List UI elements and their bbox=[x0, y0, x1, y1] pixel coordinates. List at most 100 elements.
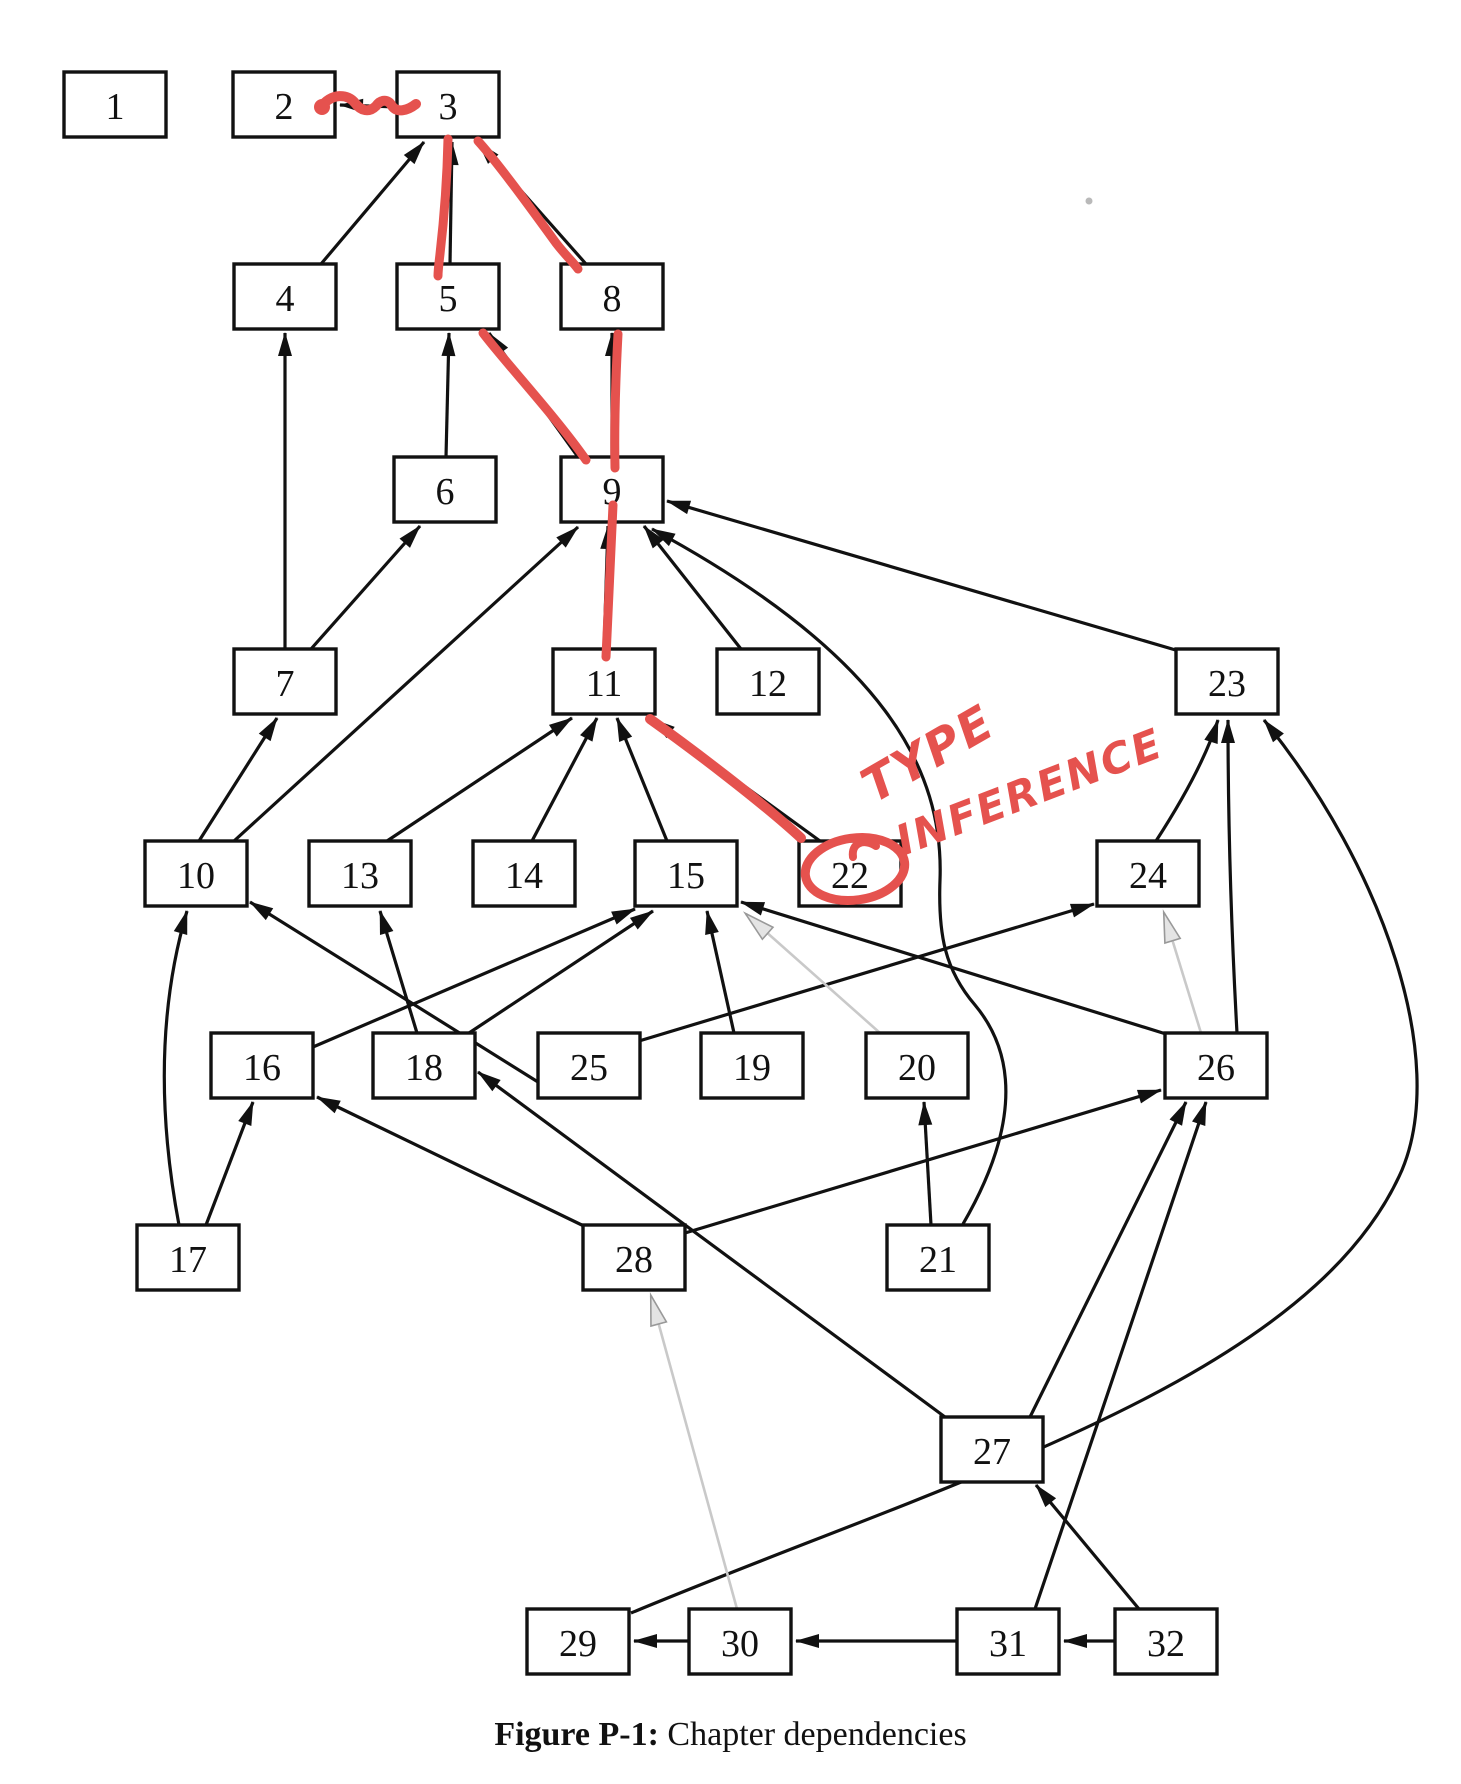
red-annotation-blob bbox=[314, 99, 330, 115]
chapter-node-label-26: 26 bbox=[1197, 1047, 1235, 1089]
edge-27-to-26 bbox=[1028, 1101, 1188, 1418]
chapter-node-24 bbox=[1095, 839, 1201, 908]
red-annotation-stroke-9-to-11 bbox=[601, 500, 618, 662]
edge-13-to-11 bbox=[386, 716, 573, 843]
edge-4-to-3 bbox=[319, 140, 426, 266]
edge-21-to-20 bbox=[918, 1101, 933, 1226]
chapter-node-31 bbox=[955, 1607, 1061, 1676]
edge-26-to-15 bbox=[740, 900, 1167, 1036]
chapter-node-label-15: 15 bbox=[667, 855, 705, 897]
chapter-node-6 bbox=[392, 455, 498, 524]
chapter-node-label-17: 17 bbox=[169, 1239, 207, 1281]
edge-7-to-6 bbox=[309, 524, 422, 651]
chapter-node-8 bbox=[559, 262, 665, 331]
chapter-node-label-30: 30 bbox=[721, 1623, 759, 1665]
chapter-node-label-2: 2 bbox=[275, 86, 294, 128]
figure-caption: Figure P-1: Chapter dependencies bbox=[0, 1716, 1461, 1754]
chapter-node-label-25: 25 bbox=[570, 1047, 608, 1089]
chapter-node-20 bbox=[864, 1031, 970, 1100]
edge-17-to-16 bbox=[204, 1101, 255, 1226]
edge-24-to-23 bbox=[1154, 719, 1220, 842]
figure-caption-number: Figure P-1: bbox=[494, 1716, 659, 1753]
chapter-node-5 bbox=[395, 262, 501, 331]
edge-18-to-15 bbox=[468, 909, 654, 1035]
edge-18-to-13 bbox=[378, 910, 419, 1034]
edge-29-to-23 bbox=[630, 718, 1419, 1615]
chapter-node-12 bbox=[715, 647, 821, 716]
chapter-node-18 bbox=[371, 1031, 477, 1100]
edge-27-to-18 bbox=[477, 1070, 946, 1419]
edge-30-to-28 bbox=[649, 1292, 739, 1610]
edge-28-to-26 bbox=[684, 1088, 1162, 1235]
chapter-node-30 bbox=[687, 1607, 793, 1676]
chapter-node-7 bbox=[232, 647, 338, 716]
chapter-node-label-18: 18 bbox=[405, 1047, 443, 1089]
chapter-node-label-4: 4 bbox=[276, 278, 295, 320]
chapter-node-label-9: 9 bbox=[603, 471, 622, 513]
chapter-node-25 bbox=[536, 1031, 642, 1100]
chapter-node-10 bbox=[143, 839, 249, 908]
edge-26-to-24 bbox=[1162, 909, 1203, 1034]
chapter-node-19 bbox=[699, 1031, 805, 1100]
red-annotation-stroke-8-to-9 bbox=[610, 329, 623, 473]
figure-caption-text: Chapter dependencies bbox=[658, 1716, 967, 1753]
edge-6-to-5 bbox=[441, 332, 456, 458]
edge-10-to-7 bbox=[197, 717, 279, 842]
chapter-node-label-20: 20 bbox=[898, 1047, 936, 1089]
red-annotation-stroke-11-to-22 bbox=[645, 714, 806, 843]
chapter-node-label-6: 6 bbox=[436, 471, 455, 513]
red-annotation-circle-hook bbox=[848, 838, 880, 861]
edge-12-to-9 bbox=[642, 525, 743, 650]
chapter-node-27 bbox=[939, 1415, 1045, 1484]
chapter-node-23 bbox=[1174, 647, 1280, 716]
chapter-node-21 bbox=[885, 1223, 991, 1292]
chapter-node-label-22: 22 bbox=[831, 855, 869, 897]
edge-25-to-10 bbox=[249, 900, 539, 1084]
chapter-node-13 bbox=[307, 839, 413, 908]
red-circle-around-22 bbox=[800, 833, 910, 905]
chapter-node-16 bbox=[209, 1031, 315, 1100]
red-annotation-stroke-5-to-9 bbox=[478, 328, 591, 465]
chapter-node-label-31: 31 bbox=[989, 1623, 1027, 1665]
edge-17-to-10 bbox=[162, 910, 189, 1226]
chapter-node-4 bbox=[232, 262, 338, 331]
stray-dot bbox=[1085, 197, 1093, 205]
chapter-node-32 bbox=[1113, 1607, 1219, 1676]
red-annotation-stroke-3-to-8 bbox=[473, 136, 583, 274]
red-annotation-stroke-3-to-5 bbox=[433, 134, 453, 281]
chapter-node-label-21: 21 bbox=[919, 1239, 957, 1281]
chapter-node-label-10: 10 bbox=[177, 855, 215, 897]
chapter-node-label-14: 14 bbox=[505, 855, 543, 897]
chapter-node-label-29: 29 bbox=[559, 1623, 597, 1665]
chapter-node-17 bbox=[135, 1223, 241, 1292]
chapter-node-label-23: 23 bbox=[1208, 663, 1246, 705]
edge-20-to-15 bbox=[742, 911, 881, 1034]
chapter-node-label-5: 5 bbox=[439, 278, 458, 320]
chapter-node-15 bbox=[633, 839, 739, 908]
chapter-node-label-8: 8 bbox=[603, 278, 622, 320]
chapter-node-1 bbox=[62, 70, 168, 139]
chapter-node-label-1: 1 bbox=[106, 86, 125, 128]
chapter-node-label-28: 28 bbox=[615, 1239, 653, 1281]
edge-14-to-11 bbox=[530, 717, 599, 842]
edge-26-to-23 bbox=[1221, 719, 1239, 1034]
chapter-node-label-13: 13 bbox=[341, 855, 379, 897]
edge-15-to-11 bbox=[615, 717, 669, 842]
chapter-node-label-12: 12 bbox=[749, 663, 787, 705]
chapter-node-26 bbox=[1163, 1031, 1269, 1100]
chapter-node-label-7: 7 bbox=[276, 663, 295, 705]
chapter-node-28 bbox=[581, 1223, 687, 1292]
edge-23-to-9 bbox=[666, 499, 1180, 653]
edge-32-to-27 bbox=[1034, 1483, 1141, 1611]
edge-16-to-15 bbox=[312, 907, 636, 1049]
red-annotation-scribble-3-to-2 bbox=[315, 91, 421, 116]
edge-25-to-24 bbox=[638, 902, 1095, 1043]
chapter-node-label-19: 19 bbox=[733, 1047, 771, 1089]
chapter-node-3 bbox=[395, 70, 501, 139]
edge-10-to-9 bbox=[232, 525, 580, 843]
chapter-node-label-16: 16 bbox=[243, 1047, 281, 1089]
chapter-node-29 bbox=[525, 1607, 631, 1676]
chapter-node-14 bbox=[471, 839, 577, 908]
chapter-node-label-24: 24 bbox=[1129, 855, 1167, 897]
